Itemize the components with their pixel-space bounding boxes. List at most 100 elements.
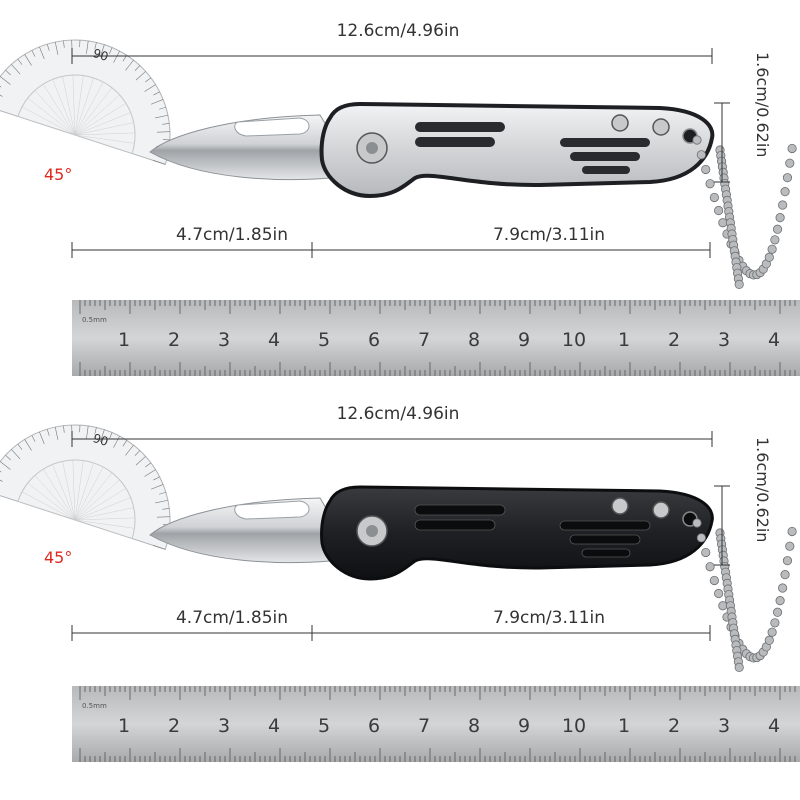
chain-ball (770, 618, 780, 628)
protractor-tick (153, 91, 160, 96)
chain-ball (734, 279, 744, 289)
total-length-label: 12.6cm/4.96in (337, 21, 460, 41)
handle-slot (560, 138, 650, 147)
protractor-tick (31, 435, 36, 442)
protractor-tick (86, 425, 89, 439)
ruler-unit-label: 0.5mm (82, 702, 107, 710)
protractor-ray (74, 103, 126, 136)
screw-icon (652, 118, 670, 136)
protractor-tick (134, 450, 141, 456)
chain-ball (782, 173, 793, 183)
protractor-ray (43, 84, 76, 136)
handle-slot (415, 137, 495, 147)
split-length-dimension: 4.7cm/1.85in 7.9cm/3.11in (71, 225, 711, 258)
chain-ball (705, 562, 715, 572)
protractor-ray (17, 501, 76, 521)
ruler-number: 4 (768, 329, 780, 351)
protractor-tick (113, 50, 120, 63)
ruler-number: 9 (518, 715, 530, 737)
blade-thumb-hole (234, 500, 310, 520)
chain-ball (709, 192, 719, 203)
protractor-ray (17, 116, 76, 136)
protractor-ray (74, 479, 120, 521)
protractor-tick (155, 499, 168, 504)
chain-ball (705, 179, 715, 189)
protractor-ray (74, 134, 135, 144)
protractor-ticks (0, 40, 170, 165)
protractor-tick (159, 491, 166, 495)
protractor-tick (135, 71, 146, 81)
protractor-tick (135, 456, 146, 466)
ruler-number: 5 (318, 715, 330, 737)
protractor-tick (0, 90, 3, 97)
ruler-number: 7 (418, 329, 430, 351)
protractor-tick (5, 454, 11, 461)
protractor-ray (34, 475, 76, 521)
chain-ball (714, 588, 724, 599)
handle-slot (415, 122, 505, 132)
handle-length-label: 7.9cm/3.11in (493, 608, 605, 628)
protractor-tick (0, 461, 11, 470)
chain-ball (778, 200, 788, 210)
total-length-label: 12.6cm/4.96in (337, 404, 460, 424)
chain-ball (701, 547, 711, 558)
ruler-body (72, 686, 800, 762)
protractor: 90 (0, 39, 171, 165)
panel-black: 90 45° 12.6cm/4.96in (0, 404, 800, 762)
protractor-tick (0, 83, 2, 88)
screw-icon (611, 114, 629, 132)
protractor-tick (162, 123, 170, 125)
ruler-number: 10 (562, 715, 586, 737)
protractor-tick (63, 425, 65, 433)
protractor-ray (74, 507, 134, 521)
handle-slot (581, 548, 631, 558)
protractor-ray (74, 519, 133, 539)
ruler-number: 3 (218, 329, 230, 351)
chain-ball (696, 533, 706, 543)
ruler-number: 2 (168, 715, 180, 737)
protractor-ray (74, 94, 120, 136)
protractor-ray (74, 81, 104, 136)
protractor-tick (134, 65, 141, 71)
protractor-ticks (0, 425, 170, 550)
protractor-ray (27, 482, 76, 521)
handle-height-label: 1.6cm/0.62in (753, 52, 772, 157)
protractor-90-label: 90 (91, 46, 110, 64)
protractor-tick (153, 476, 160, 481)
protractor-ray (21, 106, 76, 136)
total-length-dimension: 12.6cm/4.96in (71, 21, 713, 64)
protractor-tick (100, 429, 105, 443)
chain-ball (692, 135, 702, 145)
ruler-number: 3 (218, 715, 230, 737)
chain-ball (775, 596, 785, 606)
protractor-tick (24, 54, 32, 66)
protractor-tick (150, 484, 164, 490)
protractor-tick (145, 77, 152, 83)
protractor-ray (52, 464, 76, 521)
ruler-body (72, 300, 800, 376)
ruler-number: 10 (562, 329, 586, 351)
protractor-tick (100, 44, 105, 58)
ruler-number: 5 (318, 329, 330, 351)
protractor-tick (159, 106, 166, 110)
chain-ball (764, 252, 774, 262)
chain-ball (772, 607, 783, 617)
chain-ball (709, 575, 719, 586)
ruler-number: 6 (368, 329, 380, 351)
protractor-tick (86, 40, 89, 54)
chain-ball (772, 224, 783, 234)
ruler-number: 1 (118, 715, 130, 737)
protractor-ray (74, 488, 126, 521)
protractor-ray (21, 491, 76, 521)
protractor-tick (125, 444, 134, 456)
protractor-tick (0, 76, 11, 85)
protractor-ray (74, 472, 113, 521)
protractor-tick (94, 42, 97, 50)
protractor-tick (152, 545, 166, 550)
chain-ball (785, 541, 795, 551)
handle-slot (569, 534, 641, 545)
ruler-number: 2 (168, 329, 180, 351)
